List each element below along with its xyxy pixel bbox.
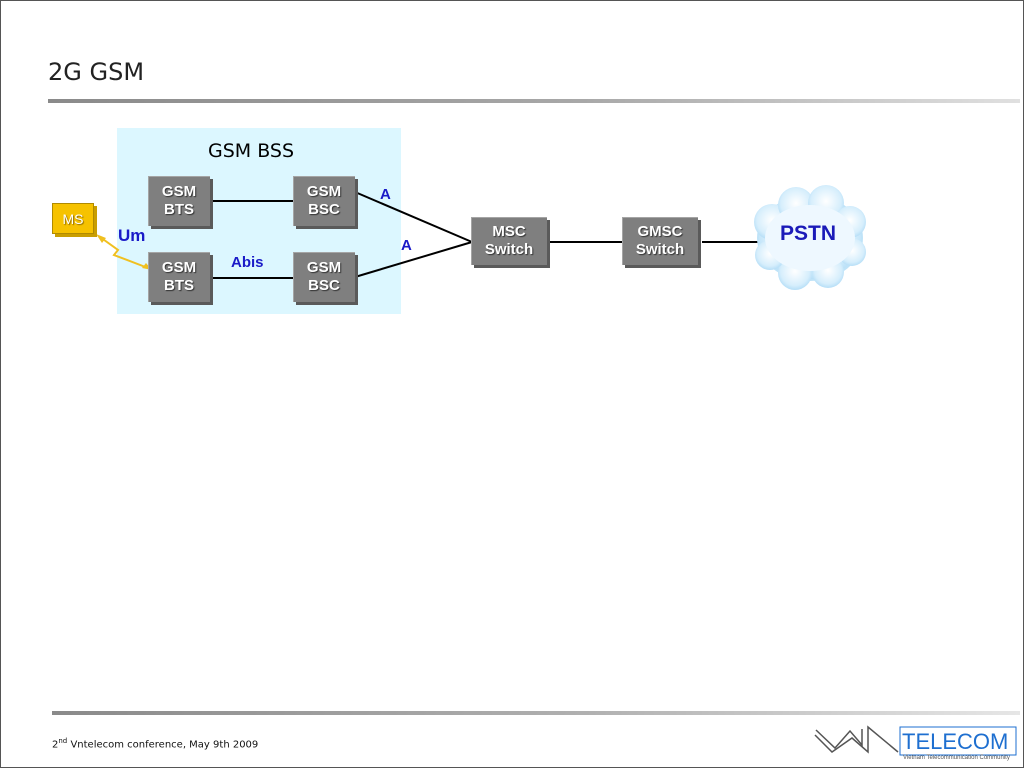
gmsc-switch-line1: GMSC xyxy=(637,223,683,240)
gsm-bsc-2-line1: GSM xyxy=(306,259,342,276)
gsm-bts-1-node: GSM BTS xyxy=(148,176,210,226)
a-interface-label-bottom: A xyxy=(401,237,412,254)
abis-interface-label: Abis xyxy=(231,254,264,271)
msc-switch-line1: MSC xyxy=(492,223,526,240)
gsm-bts-1-line2: BTS xyxy=(164,201,194,218)
gsm-bsc-2-line2: BSC xyxy=(308,277,340,294)
gsm-bts-2-node: GSM BTS xyxy=(148,252,210,302)
gsm-bts-2-line1: GSM xyxy=(161,259,197,276)
slide-title: 2G GSM xyxy=(48,58,145,86)
link-bsc2-msc xyxy=(354,241,473,278)
footer-ordinal: 2 xyxy=(52,739,59,751)
pstn-cloud xyxy=(754,185,866,290)
pstn-label: PSTN xyxy=(780,222,837,245)
footer-conference: Vntelecom conference, May 9th 2009 xyxy=(67,739,259,751)
ms-node: MS xyxy=(52,203,94,234)
gsm-bsc-1-line2: BSC xyxy=(308,201,340,218)
gmsc-switch-line2: Switch xyxy=(635,241,685,258)
gsm-bts-1-line1: GSM xyxy=(161,183,197,200)
title-divider xyxy=(48,99,1020,103)
logo-telecom-text: TELECOM xyxy=(902,729,1009,754)
a-interface-label-top: A xyxy=(380,186,391,203)
gsm-bsc-1-line1: GSM xyxy=(306,183,342,200)
gsm-bss-label: GSM BSS xyxy=(208,140,295,162)
logo-tagline: Vietnam Telecommunication Community xyxy=(903,755,1010,761)
um-radio-link xyxy=(99,236,149,269)
gmsc-switch-node: GMSC Switch xyxy=(622,217,698,265)
um-interface-label: Um xyxy=(118,226,146,245)
msc-switch-node: MSC Switch xyxy=(471,217,547,265)
link-bsc1-msc xyxy=(354,191,473,243)
msc-switch-line2: Switch xyxy=(484,241,534,258)
footer-ordinal-suffix: nd xyxy=(58,737,68,745)
vn-logo-mark xyxy=(814,725,1017,756)
gsm-bsc-2-node: GSM BSC xyxy=(293,252,355,302)
gsm-bsc-1-node: GSM BSC xyxy=(293,176,355,226)
um-arrow-head-ms xyxy=(96,234,106,243)
footer-text: 2nd Vntelecom conference, May 9th 2009 xyxy=(52,737,258,750)
footer-divider xyxy=(52,711,1020,715)
gsm-bts-2-line2: BTS xyxy=(164,277,194,294)
